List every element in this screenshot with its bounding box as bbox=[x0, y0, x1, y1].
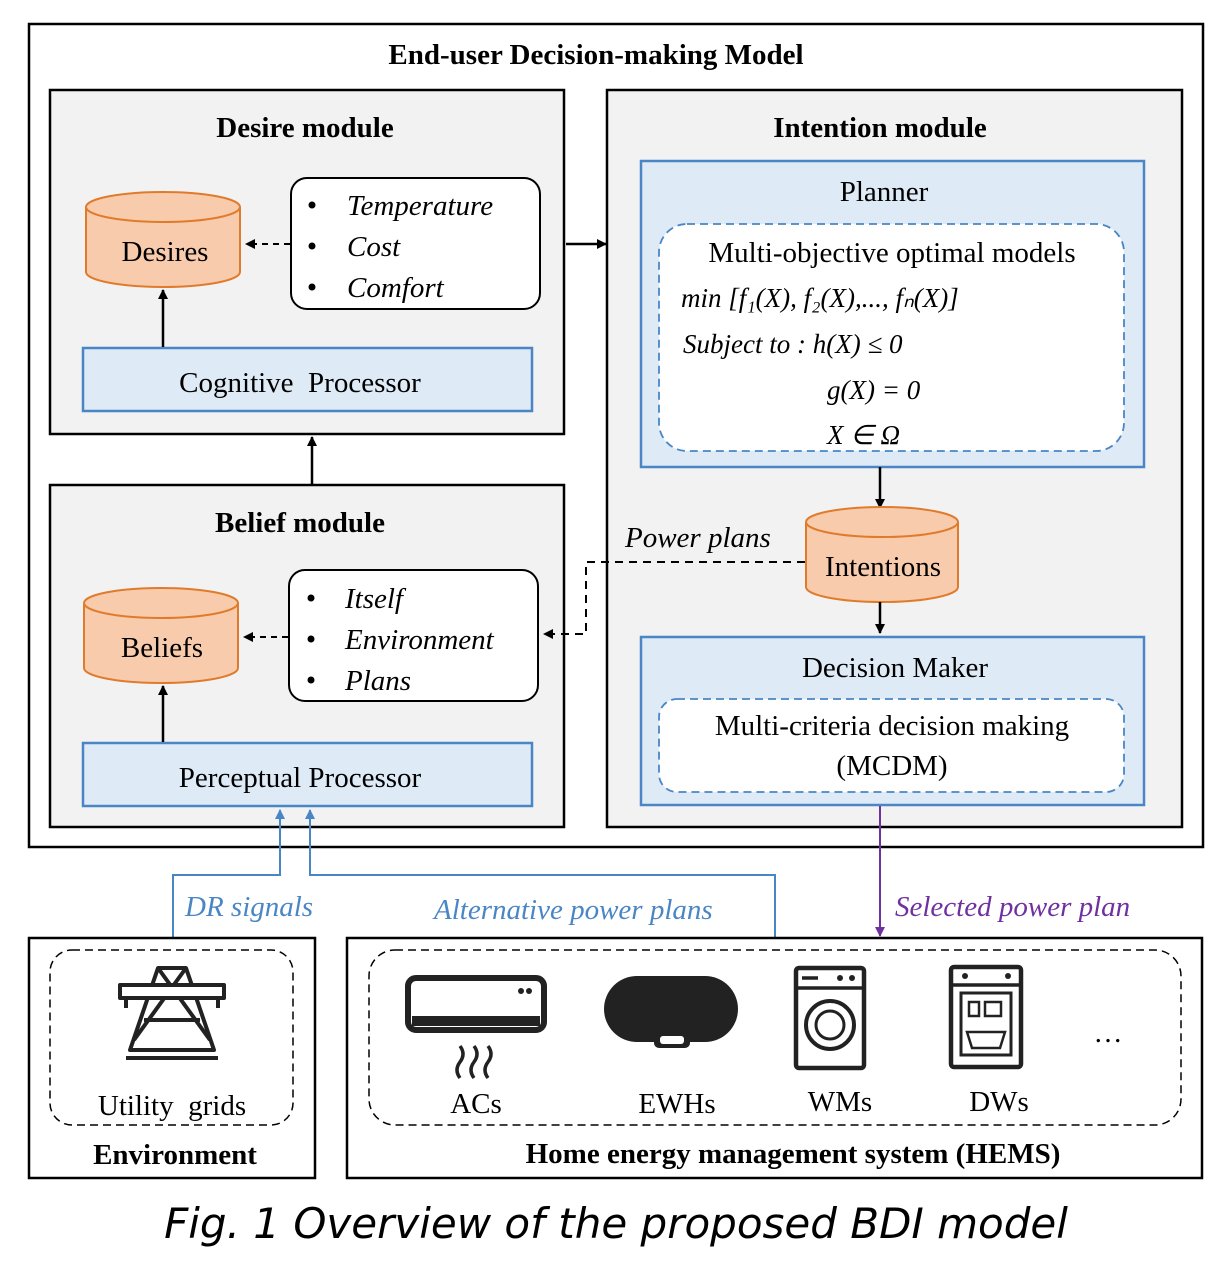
belief-item: Itself bbox=[344, 583, 407, 615]
belief-title: Belief module bbox=[215, 507, 385, 539]
belief-item: Plans bbox=[344, 665, 411, 697]
environment-label: Environment bbox=[93, 1139, 257, 1171]
planner-label: Planner bbox=[840, 176, 929, 208]
perceptual-processor-label: Perceptual Processor bbox=[179, 762, 422, 794]
appliance-label: EWHs bbox=[638, 1088, 715, 1120]
alternative-plans-arrow bbox=[305, 809, 776, 938]
constraint-equation: X ∈ Ω bbox=[826, 420, 900, 450]
cognitive-processor-label: Cognitive Processor bbox=[179, 367, 421, 399]
model-title: End-user Decision-making Model bbox=[388, 39, 803, 71]
intention-title: Intention module bbox=[773, 112, 987, 144]
washing-machine-icon bbox=[793, 965, 867, 1071]
hems-label: Home energy management system (HEMS) bbox=[526, 1138, 1061, 1170]
optimal-models-title: Multi-objective optimal models bbox=[708, 237, 1075, 269]
perceptual-processor bbox=[81, 741, 534, 808]
air-conditioner-icon bbox=[405, 975, 547, 1080]
desire-item: Comfort bbox=[347, 272, 445, 304]
objective-equation: min [f₁(X), f₂(X),..., fₙ(X)] bbox=[681, 283, 959, 313]
desire-title: Desire module bbox=[216, 112, 394, 144]
water-heater-icon bbox=[604, 976, 738, 1048]
mcdm-line2: (MCDM) bbox=[836, 750, 947, 782]
constraint-equation: Subject to : h(X) ≤ 0 bbox=[683, 329, 903, 359]
appliance-label: DWs bbox=[969, 1086, 1029, 1118]
intentions-label: Intentions bbox=[825, 551, 941, 583]
appliance-label: WMs bbox=[808, 1086, 872, 1118]
desires-label: Desires bbox=[122, 236, 209, 268]
bullet bbox=[308, 283, 316, 291]
desire-item: Cost bbox=[347, 231, 401, 263]
belief-item: Environment bbox=[344, 624, 495, 656]
alternative-plans-label: Alternative power plans bbox=[432, 894, 713, 926]
beliefs-cylinder bbox=[83, 587, 239, 684]
optimal-models-box bbox=[658, 223, 1125, 452]
belief-list-box bbox=[288, 569, 539, 702]
mcdm-line1: Multi-criteria decision making bbox=[715, 710, 1069, 742]
dishwasher-icon bbox=[948, 964, 1024, 1070]
environment-inner bbox=[49, 949, 294, 1126]
desire-item: Temperature bbox=[347, 190, 493, 222]
desires-cylinder bbox=[85, 191, 241, 288]
appliance-label: ACs bbox=[450, 1088, 502, 1120]
selected-plan-label: Selected power plan bbox=[895, 891, 1130, 923]
bullet bbox=[308, 201, 316, 209]
intentions-cylinder bbox=[805, 506, 959, 603]
more-appliances: … bbox=[1094, 1017, 1123, 1049]
cognitive-processor bbox=[81, 346, 534, 413]
desire-list-box bbox=[290, 177, 541, 310]
dr-signals-arrow bbox=[172, 809, 285, 938]
figure-caption: Fig. 1 Overview of the proposed BDI mode… bbox=[164, 1199, 1068, 1248]
utility-grids-label: Utility grids bbox=[98, 1090, 246, 1122]
bullet bbox=[307, 594, 315, 602]
power-plans-arrow bbox=[543, 561, 805, 639]
constraint-equation: g(X) = 0 bbox=[827, 375, 921, 405]
bullet bbox=[307, 635, 315, 643]
mcdm-box bbox=[658, 698, 1125, 793]
utility-tower-icon bbox=[118, 966, 226, 1060]
beliefs-label: Beliefs bbox=[121, 632, 203, 664]
power-plans-label: Power plans bbox=[624, 522, 771, 554]
bullet bbox=[308, 242, 316, 250]
bullet bbox=[307, 676, 315, 684]
dr-signals-label: DR signals bbox=[184, 891, 313, 923]
decision-maker-label: Decision Maker bbox=[802, 652, 988, 684]
